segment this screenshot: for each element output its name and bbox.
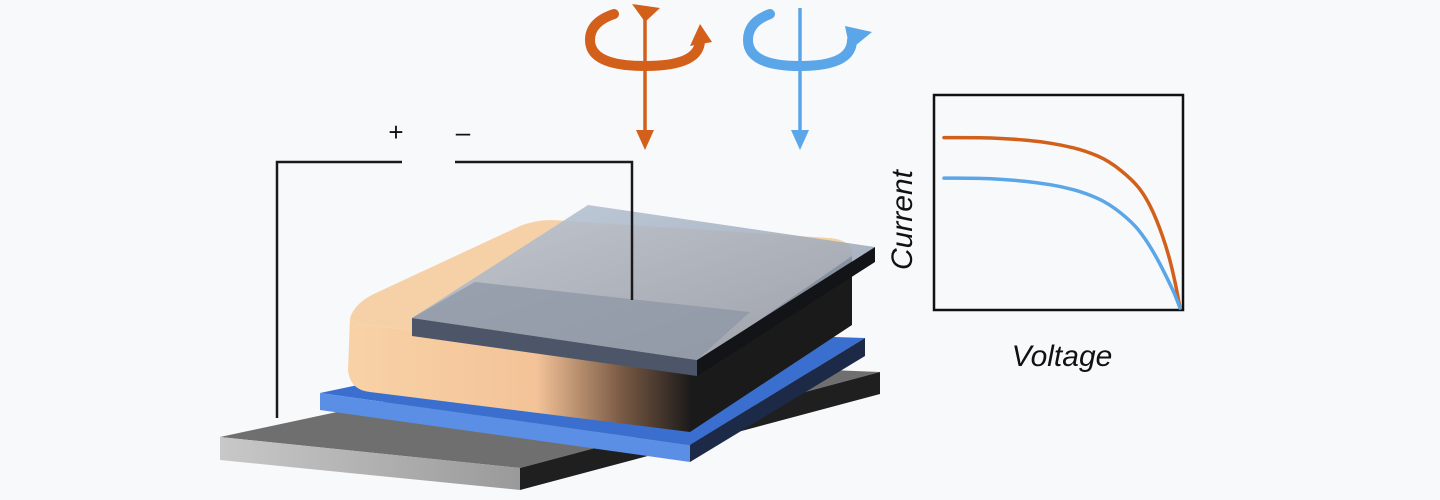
chart-frame: [932, 93, 1185, 312]
top-glass: [412, 205, 875, 376]
negative-wire: [455, 160, 634, 300]
positive-terminal-label: +: [388, 117, 403, 147]
orange-polarized-light-icon: [584, 4, 712, 150]
circuit-wires: [275, 160, 634, 418]
iv-curve-series-2: [942, 176, 1182, 310]
y-axis-label: Current: [886, 168, 919, 270]
top-electrode: [412, 282, 750, 360]
positive-wire: [275, 160, 402, 418]
blue-polarized-light-icon: [742, 8, 872, 150]
x-axis-label: Voltage: [1012, 340, 1113, 373]
iv-chart: Voltage Current: [886, 93, 1185, 373]
iv-curve-series-1: [942, 135, 1182, 310]
negative-terminal-label: –: [456, 117, 471, 147]
chart-series-layer: [942, 135, 1182, 310]
